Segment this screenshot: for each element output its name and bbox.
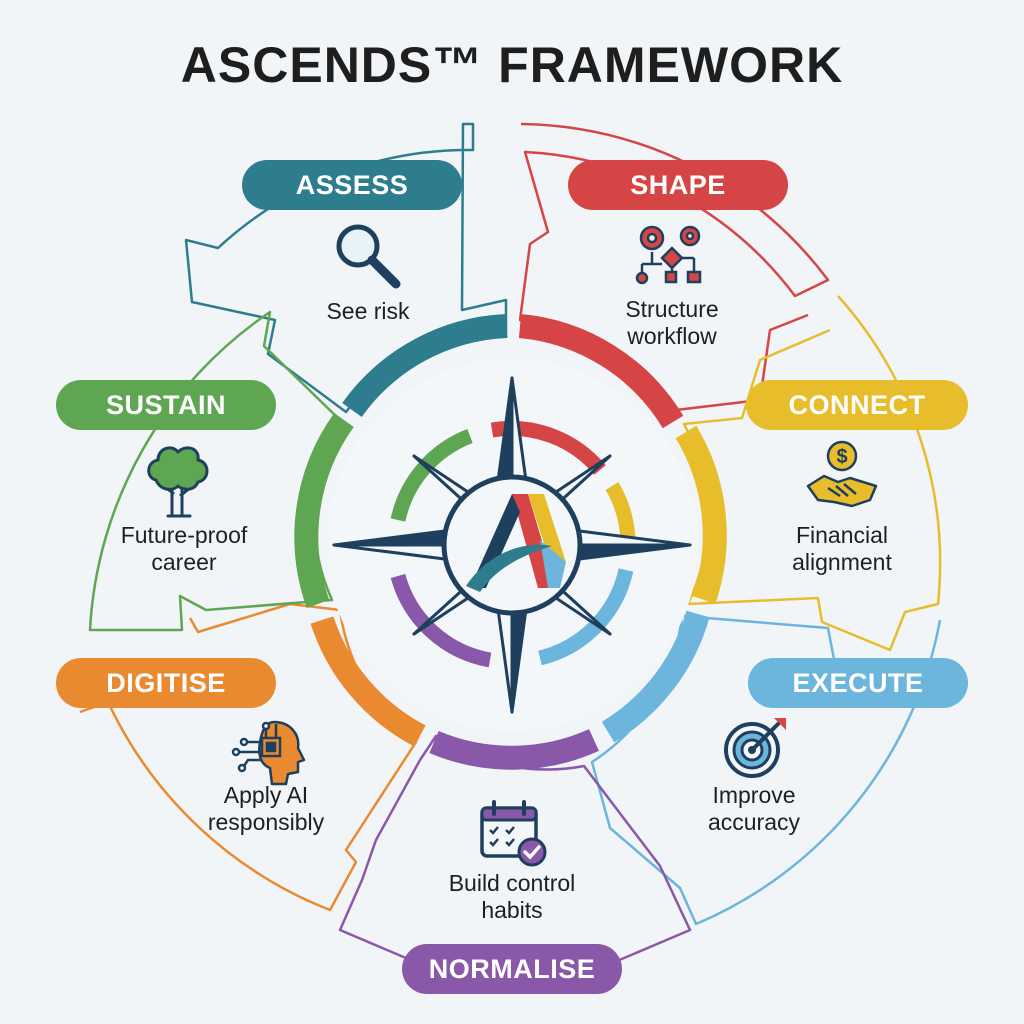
- ai-head-chip-icon: [231, 720, 306, 786]
- stage-label-normalise: NORMALISE: [402, 944, 622, 994]
- connect-ring-arc: [675, 425, 727, 604]
- magnifier-icon: [336, 224, 401, 289]
- tree-icon: [147, 446, 209, 518]
- stage-label-assess: ASSESS: [242, 160, 462, 210]
- gears-flowchart-icon: [635, 225, 702, 285]
- compass-ring-purple: [390, 573, 492, 668]
- sustain-ring-arc: [294, 412, 354, 609]
- stage-description-normalise: Build control habits: [448, 870, 576, 923]
- execute-ring-arc: [601, 610, 710, 743]
- stage-label-connect: CONNECT: [746, 380, 968, 430]
- stage-description-sustain: Future-proof career: [120, 522, 248, 575]
- target-dart-icon: [724, 718, 786, 778]
- stage-description-shape: Structure workflow: [625, 296, 719, 349]
- ascends-a-logo: [441, 474, 583, 616]
- handshake-coin-icon: $: [806, 440, 878, 508]
- stage-description-assess: See risk: [326, 298, 410, 324]
- svg-text:$: $: [836, 446, 847, 468]
- assess-ring-arc: [342, 314, 508, 418]
- calendar-check-icon: [480, 800, 547, 867]
- normalise-ring-arc: [429, 728, 599, 770]
- stage-label-digitise: DIGITISE: [56, 658, 276, 708]
- digitise-segment-outline: [79, 602, 418, 912]
- stage-description-connect: Financial alignment: [792, 522, 892, 575]
- page-title: ASCENDS™ FRAMEWORK: [180, 37, 844, 93]
- stage-label-shape: SHAPE: [568, 160, 788, 210]
- stage-description-digitise: Apply AI responsibly: [207, 782, 325, 835]
- stage-label-execute: EXECUTE: [748, 658, 968, 708]
- compass-ring-green: [390, 428, 473, 522]
- stage-description-execute: Improve accuracy: [707, 782, 801, 835]
- shape-ring-arc: [518, 314, 684, 429]
- compass-ring-blue: [538, 568, 634, 666]
- digitise-ring-arc: [310, 616, 426, 747]
- stage-label-sustain: SUSTAIN: [56, 380, 276, 430]
